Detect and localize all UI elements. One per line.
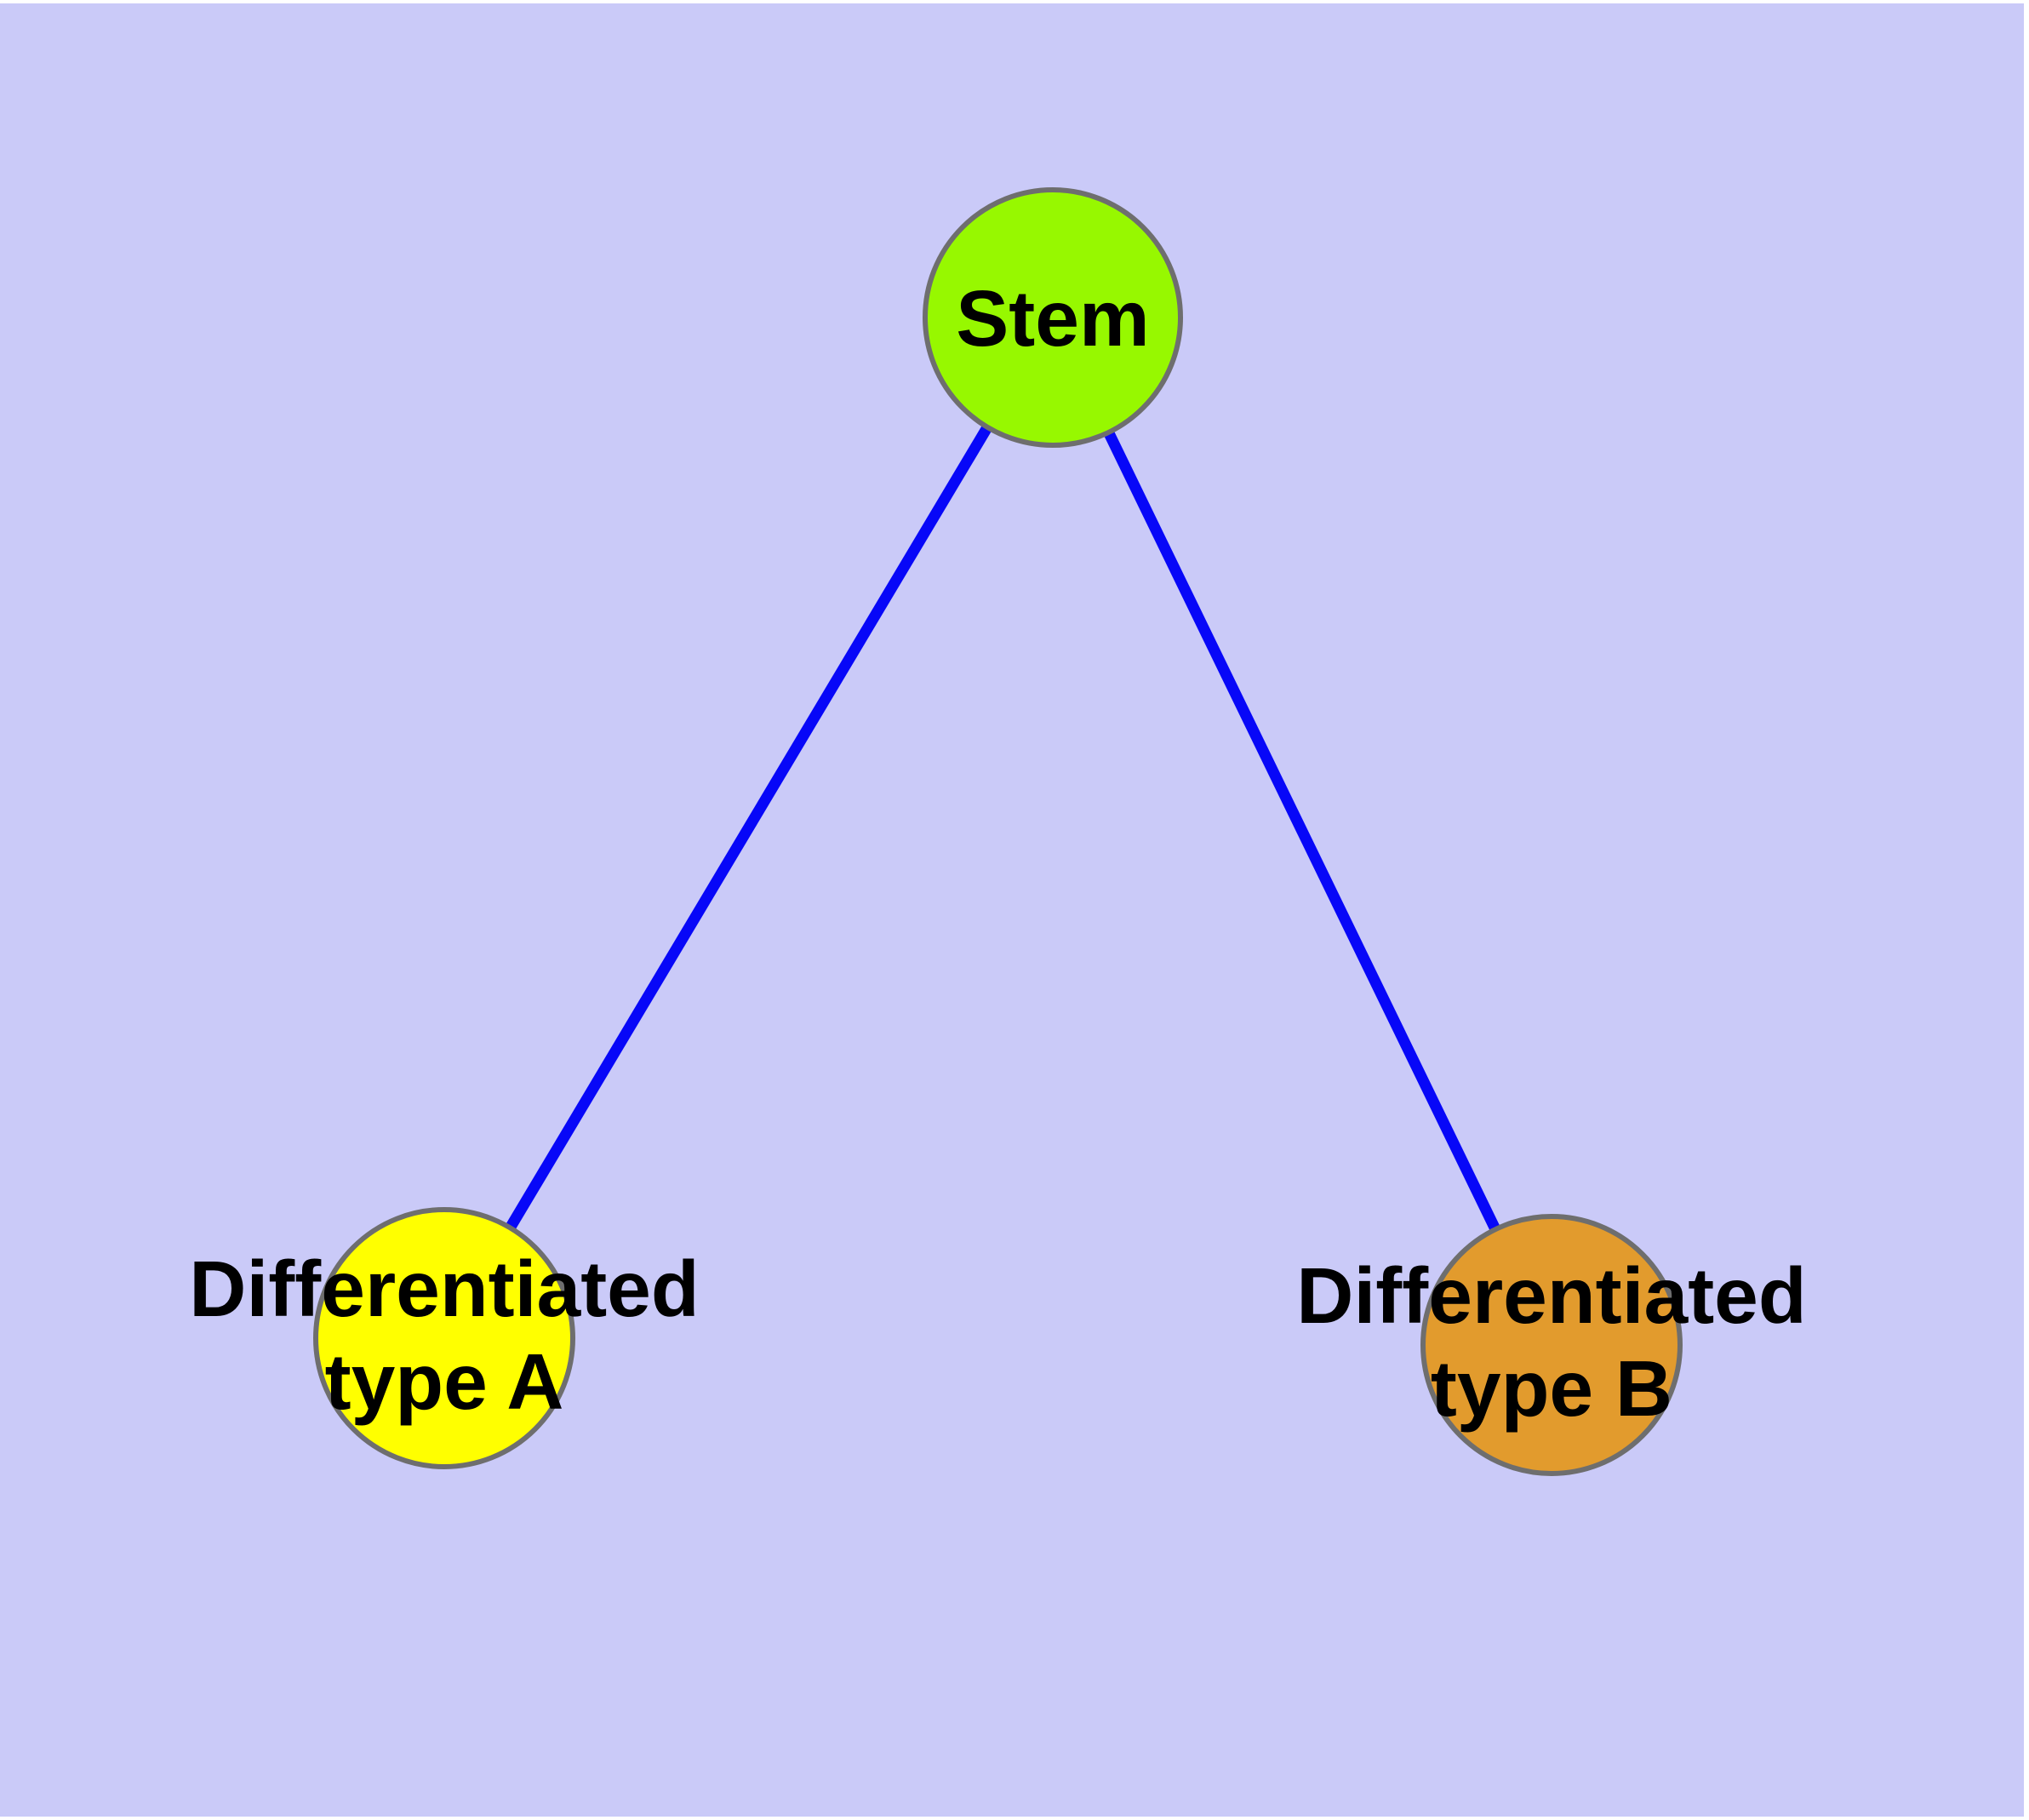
node-type-a-label-line1: Differentiated [189, 1245, 699, 1333]
node-stem-label: Stem [956, 274, 1149, 363]
node-type-a-label-line2: type A [325, 1337, 564, 1426]
edge-stem-to-type-a [439, 314, 1058, 1342]
node-type-b-label-line2: type B [1431, 1344, 1672, 1433]
node-stem [923, 187, 1183, 448]
node-type-b-label-line1: Differentiated [1296, 1251, 1806, 1340]
edge-stem-to-type-b [1048, 315, 1557, 1348]
node-type-b [1420, 1214, 1683, 1476]
node-type-a [313, 1207, 575, 1469]
